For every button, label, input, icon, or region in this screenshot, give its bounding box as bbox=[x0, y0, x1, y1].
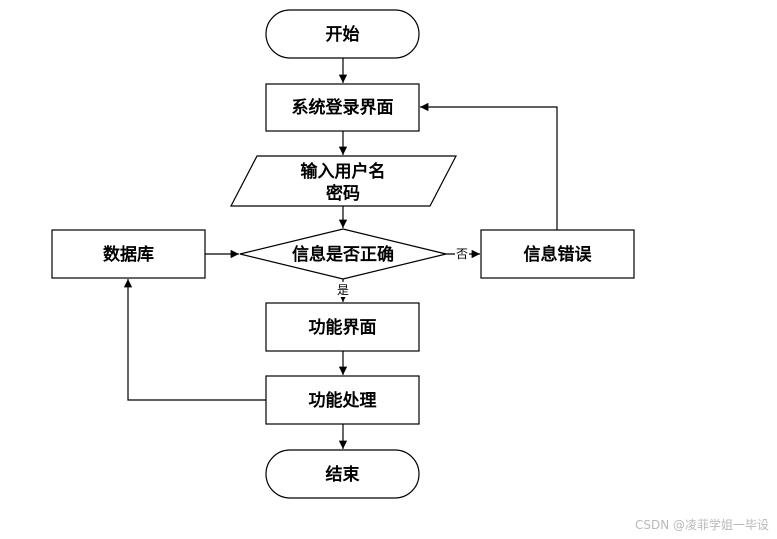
yes-label-bg bbox=[336, 282, 350, 297]
function-ui-box: 功能界面 bbox=[265, 302, 420, 352]
edge-label-no: 否 bbox=[456, 247, 468, 261]
login-screen-box: 系统登录界面 bbox=[265, 83, 420, 132]
edge-label-yes: 是 bbox=[337, 283, 349, 297]
watermark: CSDN @凌菲学姐一毕设 bbox=[634, 518, 769, 532]
end-label: 结束 bbox=[326, 464, 360, 485]
function-processing-box: 功能处理 bbox=[265, 375, 420, 425]
input-credentials-parallelogram: 输入用户名 密码 bbox=[230, 155, 457, 207]
database-box: 数据库 bbox=[51, 229, 206, 279]
function-ui-label: 功能界面 bbox=[309, 317, 377, 338]
function-processing-label: 功能处理 bbox=[309, 390, 377, 411]
input-label-line2: 密码 bbox=[326, 183, 360, 204]
login-screen-label: 系统登录界面 bbox=[292, 97, 394, 118]
error-label: 信息错误 bbox=[524, 244, 593, 265]
database-label: 数据库 bbox=[103, 244, 154, 265]
start-terminator: 开始 bbox=[265, 9, 420, 59]
arrow-processing-to-database bbox=[123, 279, 266, 401]
no-label-bg bbox=[455, 246, 469, 262]
error-box: 信息错误 bbox=[480, 229, 635, 279]
arrow-error-to-login bbox=[420, 102, 558, 230]
start-label: 开始 bbox=[326, 24, 360, 45]
decision-diamond: 信息是否正确 bbox=[239, 228, 447, 280]
input-label-line1: 输入用户名 bbox=[301, 161, 386, 182]
decision-label: 信息是否正确 bbox=[292, 244, 394, 265]
end-terminator: 结束 bbox=[265, 449, 420, 499]
